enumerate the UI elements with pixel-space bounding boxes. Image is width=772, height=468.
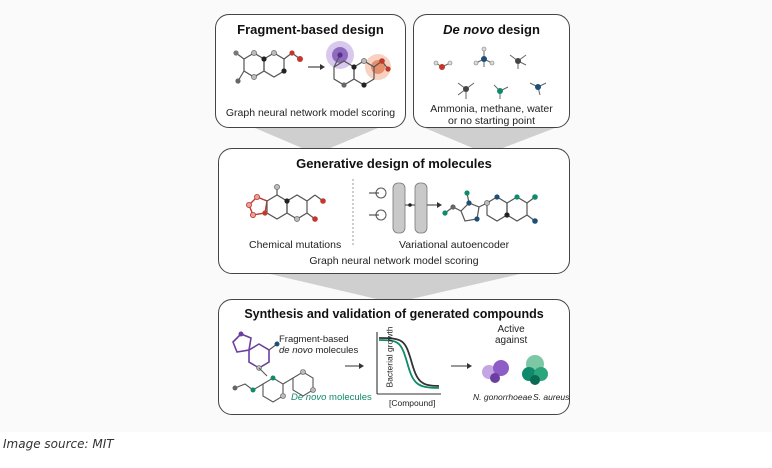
de-novo-panel: De novo design Ammonia, methane, water o…: [413, 14, 570, 128]
connector-denovo-to-generative: [425, 128, 555, 154]
s-aureus-label: S. aureus: [533, 392, 570, 402]
small-molecules-illustration: [433, 46, 547, 99]
image-source-caption: Image source: MIT: [3, 437, 114, 451]
fragment-panel-title: Fragment-based design: [237, 22, 384, 37]
denovo-panel-caption: Ammonia, methane, water or no starting p…: [430, 103, 553, 127]
active-against-label: Active against: [495, 324, 528, 346]
synthesis-validation-panel: Synthesis and validation of generated co…: [218, 299, 570, 415]
chart-x-axis-label: [Compound]: [389, 398, 436, 408]
connector-generative-to-synthesis: [270, 274, 520, 303]
variational-autoencoder-label: Variational autoencoder: [399, 239, 510, 251]
denovo-panel-title: De novo design: [443, 22, 540, 37]
fragment-panel-caption: Graph neural network model scoring: [225, 107, 396, 119]
chart-y-axis-label: Bacterial growth: [384, 326, 395, 388]
connector-fragment-to-generative: [255, 128, 378, 154]
fragment-molecule-illustration: [233, 41, 391, 88]
generative-design-panel: Generative design of molecules: [218, 148, 570, 274]
generative-scoring-label: Graph neural network model scoring: [309, 255, 479, 267]
n-gonorrhoeae-label: N. gonorrhoeae: [473, 392, 533, 402]
chemical-mutations-label: Chemical mutations: [249, 239, 342, 251]
flow-connectors: [255, 128, 555, 303]
generative-illustration: [245, 179, 538, 245]
generative-panel-title: Generative design of molecules: [296, 156, 492, 171]
fragment-molecules-label: Fragment-based de novo molecules: [279, 334, 359, 356]
synthesis-illustration: [232, 331, 548, 403]
fragment-based-panel: Fragment-based design: [215, 14, 406, 128]
denovo-molecules-label: De novo molecules: [291, 392, 372, 403]
synthesis-panel-title: Synthesis and validation of generated co…: [244, 307, 544, 321]
